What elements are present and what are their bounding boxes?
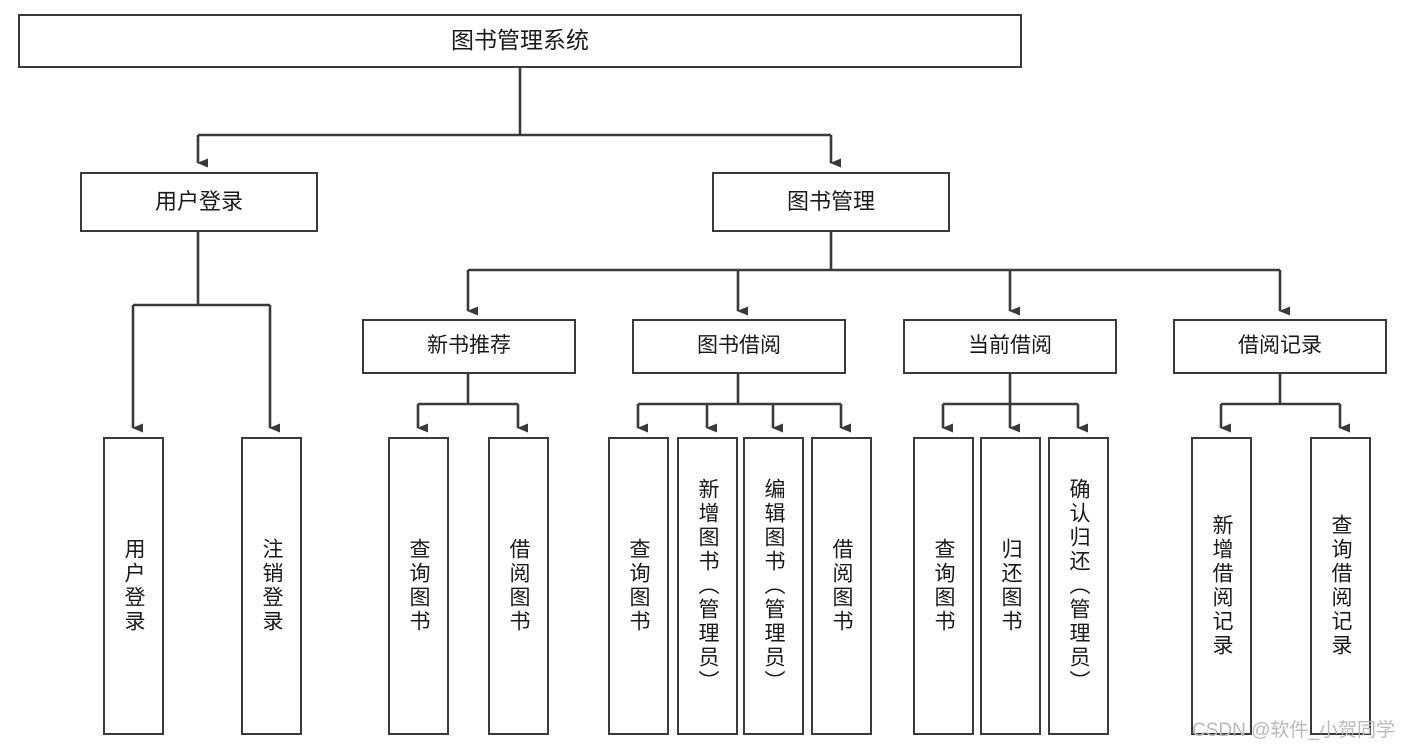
node-leaf-logout[interactable]: 注销登录 xyxy=(241,437,302,735)
node-book-borrow-label: 图书借阅 xyxy=(697,334,781,358)
node-leaf-logout-label: 注销登录 xyxy=(260,538,283,634)
node-leaf-return-book-label: 归还图书 xyxy=(999,538,1022,634)
node-leaf-return-book[interactable]: 归还图书 xyxy=(980,437,1041,735)
node-leaf-user-login[interactable]: 用户登录 xyxy=(103,437,164,735)
node-leaf-query-book-1[interactable]: 查询图书 xyxy=(388,437,449,735)
node-borrow-record[interactable]: 借阅记录 xyxy=(1173,319,1387,374)
node-leaf-query-book-2[interactable]: 查询图书 xyxy=(608,437,669,735)
node-current-borrow-label: 当前借阅 xyxy=(968,334,1052,358)
node-leaf-edit-book-admin-label: 编辑图书（管理员） xyxy=(762,478,785,694)
node-leaf-borrow-book-1[interactable]: 借阅图书 xyxy=(488,437,549,735)
node-leaf-add-record[interactable]: 新增借阅记录 xyxy=(1191,437,1252,735)
node-leaf-query-book-3[interactable]: 查询图书 xyxy=(913,437,974,735)
node-leaf-add-book-admin-label: 新增图书（管理员） xyxy=(696,478,719,694)
node-book-borrow[interactable]: 图书借阅 xyxy=(632,319,846,374)
csdn-watermark: CSDN @软件_小贺同学 xyxy=(1192,720,1395,741)
node-user-login-label: 用户登录 xyxy=(154,189,243,215)
node-leaf-borrow-book-1-label: 借阅图书 xyxy=(507,538,530,634)
node-leaf-add-record-label: 新增借阅记录 xyxy=(1210,514,1233,658)
node-leaf-user-login-label: 用户登录 xyxy=(122,538,145,634)
node-leaf-query-book-3-label: 查询图书 xyxy=(932,538,955,634)
node-leaf-query-record-label: 查询借阅记录 xyxy=(1329,514,1352,658)
node-leaf-borrow-book-2-label: 借阅图书 xyxy=(830,538,853,634)
node-leaf-query-record[interactable]: 查询借阅记录 xyxy=(1310,437,1371,735)
node-root-label: 图书管理系统 xyxy=(451,27,589,54)
node-book-manage-label: 图书管理 xyxy=(786,189,875,215)
node-current-borrow[interactable]: 当前借阅 xyxy=(903,319,1117,374)
node-leaf-borrow-book-2[interactable]: 借阅图书 xyxy=(811,437,872,735)
node-borrow-record-label: 借阅记录 xyxy=(1238,334,1322,358)
node-new-book-recommendation[interactable]: 新书推荐 xyxy=(362,319,576,374)
node-leaf-add-book-admin[interactable]: 新增图书（管理员） xyxy=(677,437,738,735)
node-leaf-confirm-return-admin-label: 确认归还（管理员） xyxy=(1067,478,1090,694)
node-new-book-recommendation-label: 新书推荐 xyxy=(427,334,511,358)
node-root[interactable]: 图书管理系统 xyxy=(18,14,1022,68)
node-leaf-confirm-return-admin[interactable]: 确认归还（管理员） xyxy=(1048,437,1109,735)
node-user-login[interactable]: 用户登录 xyxy=(80,172,318,232)
node-book-manage[interactable]: 图书管理 xyxy=(712,172,950,232)
node-leaf-edit-book-admin[interactable]: 编辑图书（管理员） xyxy=(743,437,804,735)
node-leaf-query-book-1-label: 查询图书 xyxy=(407,538,430,634)
node-leaf-query-book-2-label: 查询图书 xyxy=(627,538,650,634)
